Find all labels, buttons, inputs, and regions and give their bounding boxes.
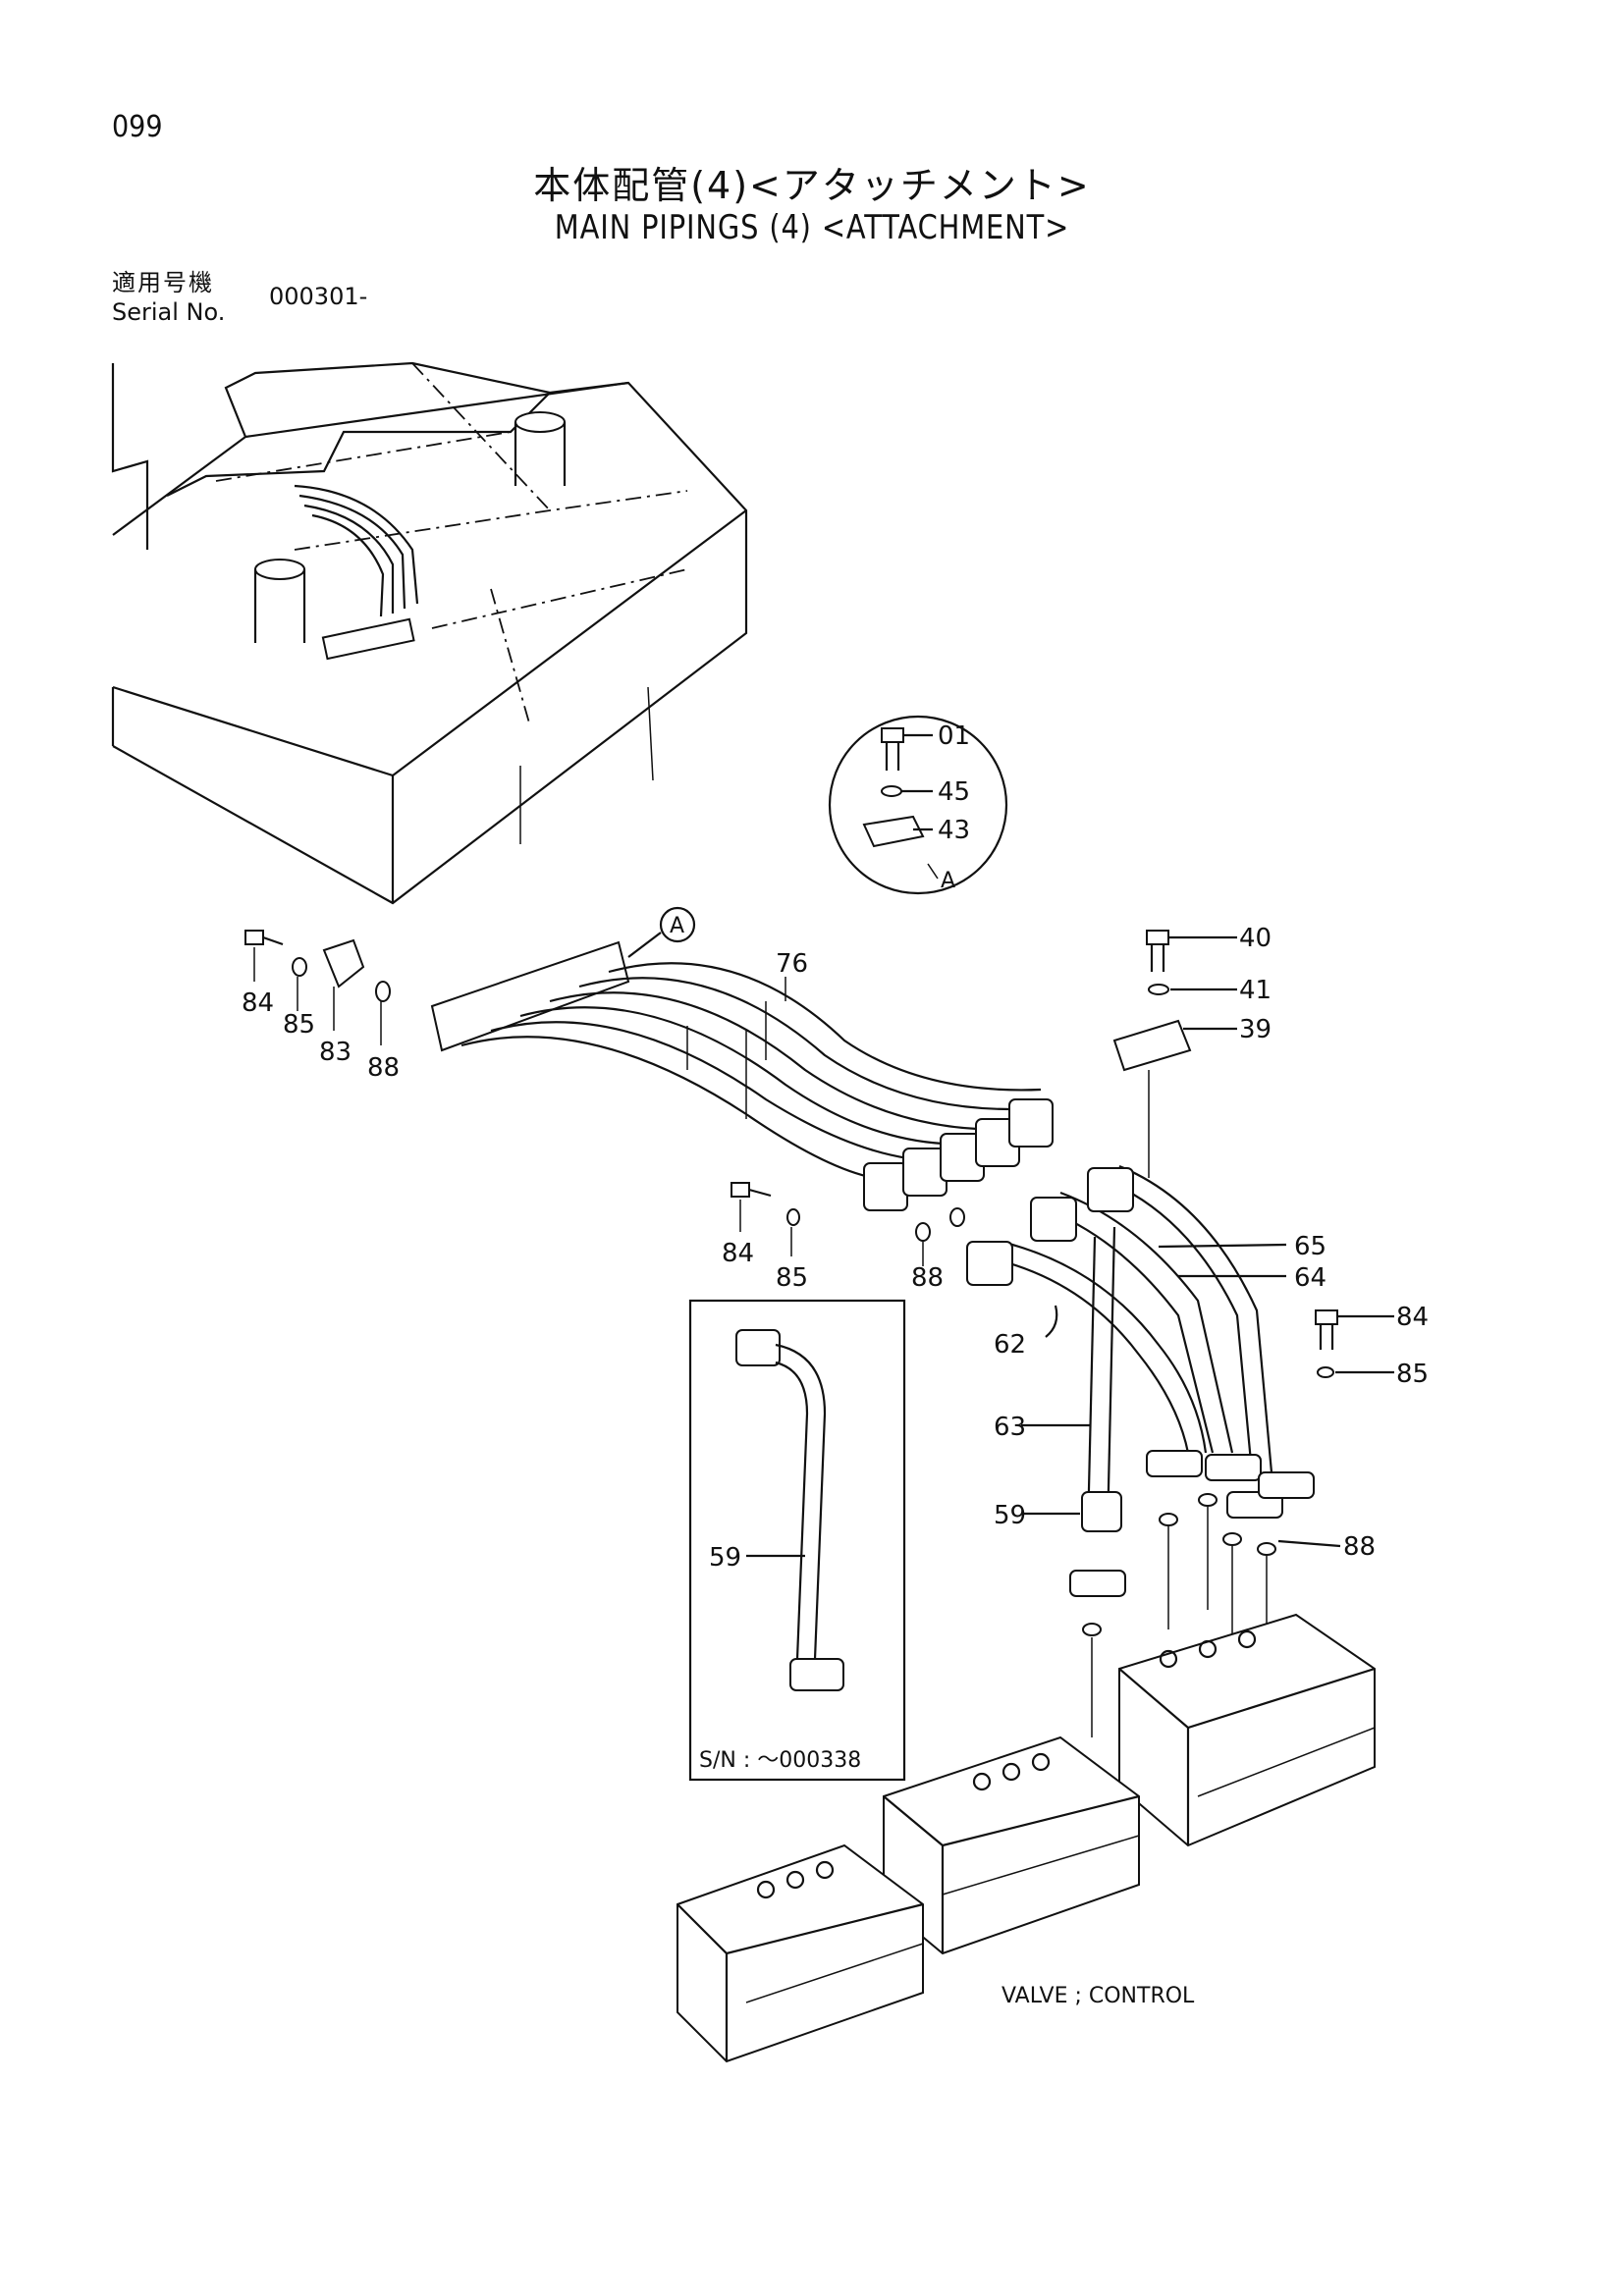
callout-45: 45 xyxy=(938,777,970,807)
control-valve-drawing xyxy=(677,1613,1376,2063)
callout-84-middle: 84 xyxy=(722,1239,754,1268)
callout-85-right: 85 xyxy=(1396,1360,1429,1389)
valve-control-label: VALVE ; CONTROL xyxy=(1001,1984,1195,2008)
serial-label-jp: 適用号機 xyxy=(112,269,214,296)
callout-01: 01 xyxy=(938,721,970,751)
pipes-group xyxy=(966,1164,1394,1737)
callout-59-main: 59 xyxy=(994,1501,1026,1530)
callout-39: 39 xyxy=(1239,1015,1272,1044)
page-number: 099 xyxy=(112,110,163,144)
page-title-en: MAIN PIPINGS (4) <ATTACHMENT> xyxy=(554,208,1070,247)
callout-85-left: 85 xyxy=(283,1010,315,1040)
callout-64: 64 xyxy=(1294,1263,1326,1293)
callout-62: 62 xyxy=(994,1330,1026,1360)
detail-a-label: A xyxy=(941,869,955,893)
middle-fittings xyxy=(731,1182,965,1266)
hose-bundle-76 xyxy=(430,940,1054,1211)
callout-40: 40 xyxy=(1239,924,1272,953)
callout-83: 83 xyxy=(319,1038,352,1067)
callout-43: 43 xyxy=(938,816,970,845)
serial-label-en: Serial No. xyxy=(112,298,226,326)
callout-88-left: 88 xyxy=(367,1053,400,1083)
callout-65: 65 xyxy=(1294,1232,1326,1261)
detail-a-circle xyxy=(828,715,1008,895)
inset-serial-note: S/N : ～000338 xyxy=(699,1748,861,1773)
detail-a-marker xyxy=(659,906,696,943)
left-fittings xyxy=(244,930,391,1045)
callout-88-middle: 88 xyxy=(911,1263,944,1293)
callout-84-right: 84 xyxy=(1396,1303,1429,1332)
callout-63: 63 xyxy=(994,1413,1026,1442)
inset-box xyxy=(688,1299,906,1782)
detail-a-marker-letter: A xyxy=(670,914,684,938)
callout-41: 41 xyxy=(1239,976,1272,1005)
serial-value: 000301- xyxy=(269,283,368,310)
page-title-jp: 本体配管(4)<アタッチメント> xyxy=(533,164,1091,207)
callout-84-left: 84 xyxy=(242,988,274,1018)
callout-59-inset: 59 xyxy=(709,1543,741,1573)
right-clamp xyxy=(1112,930,1237,1178)
callout-76: 76 xyxy=(776,949,808,979)
machine-frame-drawing xyxy=(111,361,748,905)
callout-85-middle: 85 xyxy=(776,1263,808,1293)
callout-88-right: 88 xyxy=(1343,1532,1376,1562)
